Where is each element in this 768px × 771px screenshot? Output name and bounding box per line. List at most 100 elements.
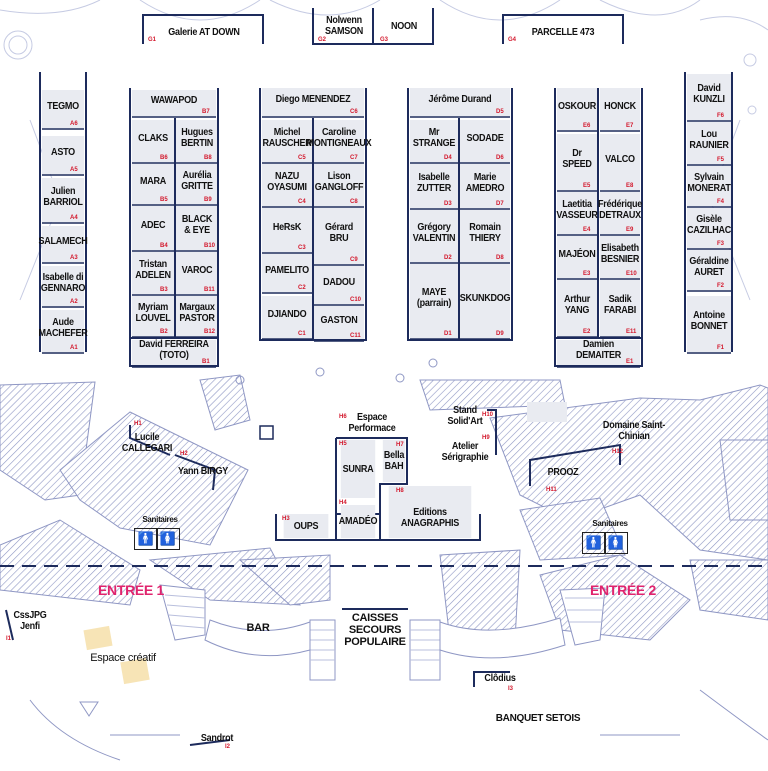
stand-code: D3	[444, 201, 452, 207]
stand-name: Lucile CALLEGARI	[121, 431, 173, 454]
stand-b11[interactable]: VAROC	[179, 252, 215, 288]
stand-c9[interactable]: Gérard BRU	[318, 208, 361, 258]
stand-f3[interactable]: Gisèle CAZILHAC	[687, 208, 731, 242]
stand-h4[interactable]: AMADÉO	[338, 505, 378, 538]
stand-h10[interactable]: Stand Solid'Art	[444, 402, 487, 430]
stand-h6[interactable]: Espace Performace	[343, 410, 401, 436]
stand-d1[interactable]: MAYE (parrain)	[413, 264, 454, 332]
stand-code: B1	[202, 359, 210, 365]
stand-b12[interactable]: Margaux PASTOR	[179, 296, 215, 330]
stand-name: Domaine Saint-Chinian	[602, 419, 666, 442]
stand-e11[interactable]: Sadik FARABI	[603, 280, 637, 330]
stand-a6[interactable]: TEGMO	[45, 90, 81, 122]
stand-i1[interactable]: CssJPG Jenfi	[13, 606, 47, 636]
stand-a5[interactable]: ASTO	[45, 136, 81, 168]
stand-d8[interactable]: Romain THIERY	[464, 210, 507, 256]
stand-c11[interactable]: GASTON	[318, 306, 361, 334]
stand-c3[interactable]: HeRsK	[266, 208, 309, 246]
stand-b8[interactable]: Hugues BERTIN	[179, 120, 215, 156]
stand-b1[interactable]: David FERREIRA (TOTO)	[138, 339, 210, 361]
stand-fill	[557, 340, 640, 366]
stand-e9[interactable]: Frédérique DETRAUX	[598, 192, 642, 228]
stand-e7[interactable]: HONCK	[603, 88, 637, 124]
stand-d5[interactable]: Jérôme Durand	[417, 88, 503, 110]
stand-h1[interactable]: Lucile CALLEGARI	[117, 428, 177, 458]
stand-c1[interactable]: DJIANDO	[266, 296, 309, 332]
stand-b7[interactable]: WAWAPOD	[138, 90, 210, 110]
stand-g4[interactable]: PARCELLE 473	[514, 20, 612, 44]
stand-name: VALCO	[605, 152, 635, 165]
stand-e5[interactable]: Dr SPEED	[560, 134, 594, 184]
stand-h8[interactable]: Editions ANAGRAPHIS	[388, 486, 472, 538]
stand-h5[interactable]: SUNRA	[340, 440, 376, 498]
stand-d2[interactable]: Grégory VALENTIN	[413, 210, 456, 256]
stand-g1[interactable]: Galerie AT DOWN	[156, 20, 252, 44]
stand-fill	[132, 206, 174, 250]
stand-name: AMADÉO	[338, 515, 378, 527]
stand-b3[interactable]: Tristan ADELEN	[135, 252, 171, 288]
stand-name: Elisabeth BESNIER	[600, 242, 640, 265]
stand-code: H2	[180, 451, 188, 457]
stand-code: I3	[508, 686, 514, 692]
stand-d7[interactable]: Marie AMEDRO	[464, 164, 507, 202]
stand-e8[interactable]: VALCO	[603, 134, 637, 184]
stand-f6[interactable]: David KUNZLI	[690, 74, 728, 114]
stand-fill	[600, 280, 640, 336]
stand-h12[interactable]: Domaine Saint-Chinian	[600, 416, 669, 446]
stand-e4[interactable]: Laetitia VASSEUR	[556, 192, 597, 228]
stand-f5[interactable]: Lou RAUNIER	[689, 122, 729, 158]
stand-g3[interactable]: NOON	[380, 10, 428, 42]
stand-c10[interactable]: DADOU	[318, 266, 361, 298]
stand-code: H4	[339, 500, 347, 506]
stand-a1[interactable]: Aude MACHEFER	[38, 310, 87, 346]
stand-e1[interactable]: Damien DEMAITER	[563, 339, 634, 361]
sanitaires-label-right: Sanitaires	[592, 519, 628, 528]
stand-f2[interactable]: Géraldine AURET	[689, 250, 729, 284]
stand-h9[interactable]: Atelier Sérigraphie	[437, 436, 494, 468]
stand-g2[interactable]: Nolwenn SAMSON	[320, 10, 368, 42]
stand-d3[interactable]: Isabelle ZUTTER	[413, 164, 454, 202]
stand-code: C3	[298, 245, 306, 251]
stand-b4[interactable]: ADEC	[135, 206, 171, 244]
stand-i2[interactable]: Sandrot	[196, 730, 239, 746]
stand-f4[interactable]: Sylvain MONERAT	[687, 166, 730, 200]
stand-code: E4	[583, 227, 591, 233]
stand-h7[interactable]: Bella BAH	[382, 440, 406, 482]
stand-a2[interactable]: Isabelle di GENNARO	[41, 266, 86, 300]
stand-b9[interactable]: Aurélia GRITTE	[179, 164, 215, 198]
stand-b2[interactable]: Myriam LOUVEL	[135, 296, 171, 330]
stand-h3[interactable]: OUPS	[283, 514, 329, 538]
stand-code: C1	[298, 331, 306, 337]
stand-e10[interactable]: Elisabeth BESNIER	[600, 236, 640, 272]
stand-name: NAZU OYASUMI	[267, 170, 307, 193]
stand-e6[interactable]: OSKOUR	[558, 88, 596, 124]
stand-a4[interactable]: Julien BARRIOL	[43, 178, 83, 216]
stand-code: F3	[717, 241, 725, 247]
stand-d4[interactable]: Mr STRANGE	[413, 120, 456, 156]
stand-code: H5	[339, 441, 347, 447]
stand-code: E3	[583, 271, 591, 277]
stand-fill	[42, 266, 84, 306]
stand-c2[interactable]: PAMELITO	[265, 254, 309, 286]
stand-b5[interactable]: MARA	[135, 164, 171, 198]
stand-i3[interactable]: Clôdius	[476, 670, 524, 686]
stand-name: Myriam LOUVEL	[135, 301, 171, 324]
stand-b6[interactable]: CLAKS	[135, 120, 171, 156]
stand-c8[interactable]: Lison GANGLOFF	[315, 164, 364, 200]
stand-code: B6	[160, 155, 168, 161]
stand-name: Lou RAUNIER	[689, 128, 729, 151]
stand-c7[interactable]: Caroline MONTIGNEAUX	[307, 120, 372, 156]
stand-h11[interactable]: PROOZ	[543, 460, 583, 484]
stand-b10[interactable]: BLACK & EYE	[179, 206, 215, 244]
stand-c4[interactable]: NAZU OYASUMI	[266, 164, 309, 200]
stand-a3[interactable]: SALAMECH	[38, 226, 87, 256]
stand-c6[interactable]: Diego MENENDEZ	[269, 88, 357, 110]
stand-code: B3	[160, 287, 168, 293]
stand-d9[interactable]: SKUNKDOG	[460, 264, 511, 332]
stand-e3[interactable]: MAJÉON	[558, 236, 595, 272]
stand-d6[interactable]: SODADE	[464, 120, 507, 156]
stand-c5[interactable]: Michel RAUSCHER	[262, 120, 311, 156]
stand-e2[interactable]: Arthur YANG	[560, 280, 594, 330]
stand-h2[interactable]: Yann BIRGY	[176, 456, 229, 486]
stand-f1[interactable]: Antoine BONNET	[690, 296, 728, 346]
